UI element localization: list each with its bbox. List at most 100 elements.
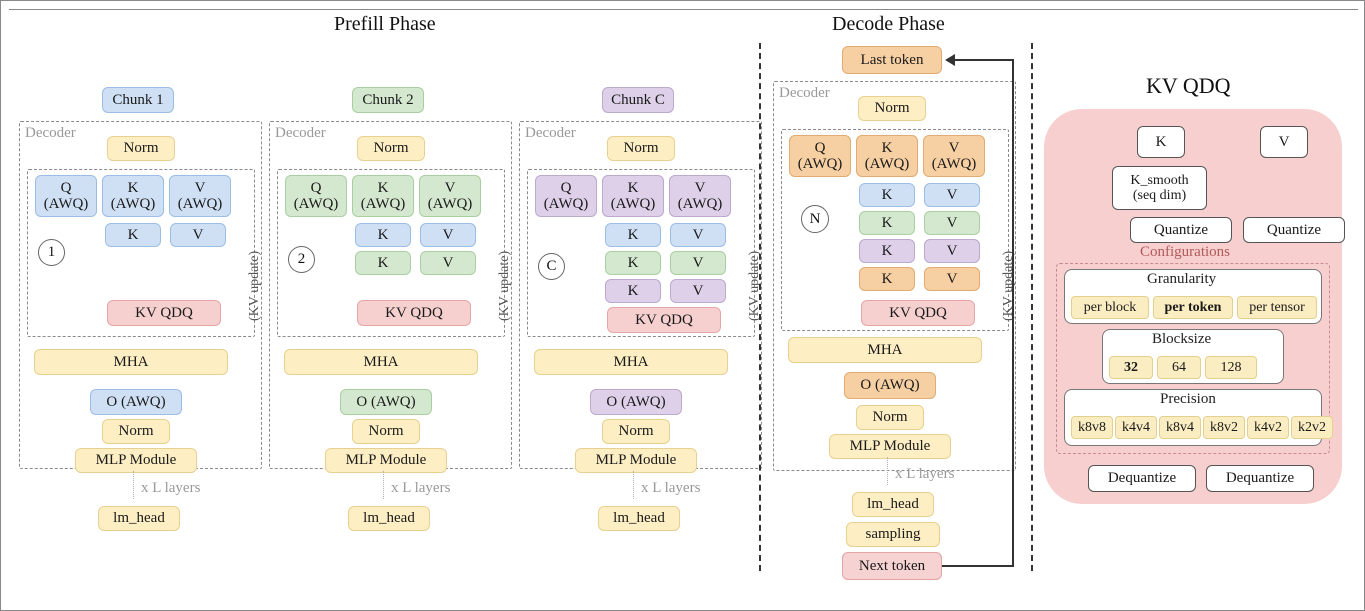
chunk-c-kv-cache-k-2: K xyxy=(605,279,661,303)
decode-decoder-label: Decoder xyxy=(779,85,830,101)
decode-index-marker: N xyxy=(801,205,829,233)
kvqdq-option-k4v4[interactable]: k4v4 xyxy=(1115,416,1157,439)
decode-norm: Norm xyxy=(858,96,926,121)
decode-sampling: sampling xyxy=(846,522,940,547)
kvqdq-configurations-label: Configurations xyxy=(1140,244,1230,260)
decode-kv-cache-v-2: V xyxy=(924,239,980,263)
kvqdq-option-per-tensor[interactable]: per tensor xyxy=(1237,296,1317,319)
chunk-c-kv-qdq: KV QDQ xyxy=(607,307,721,333)
chunk-c-q-proj: Q (AWQ) xyxy=(535,175,597,217)
decode-v-proj: V (AWQ) xyxy=(923,135,985,177)
kvqdq-group-blocksize-title: Blocksize xyxy=(1152,331,1212,347)
chunk-1-header: Chunk 1 xyxy=(102,87,174,113)
chunk-c-loop-line xyxy=(633,471,634,499)
chunk-2-kv-qdq: KV QDQ xyxy=(357,300,471,326)
kvqdq-option-k8v4[interactable]: k8v4 xyxy=(1159,416,1201,439)
decode-mlp-module: MLP Module xyxy=(829,434,951,459)
kvqdq-option-32[interactable]: 32 xyxy=(1109,356,1153,379)
decode-kv-cache-k-0: K xyxy=(859,183,915,207)
chunk-2-decoder-label: Decoder xyxy=(275,125,326,141)
chunk-c-v-proj: V (AWQ) xyxy=(669,175,731,217)
chunk-1-v-proj: V (AWQ) xyxy=(169,175,231,217)
feedback-arrow-bottom-segment xyxy=(942,565,1014,567)
chunk-2-norm: Norm xyxy=(357,136,425,161)
kvqdq-group-precision-title: Precision xyxy=(1160,391,1216,407)
chunk-1-kv-qdq: KV QDQ xyxy=(107,300,221,326)
chunk-1-decoder-label: Decoder xyxy=(25,125,76,141)
decode-kv-update-label: (KV update) xyxy=(1001,250,1016,321)
chunk-2-header: Chunk 2 xyxy=(352,87,424,113)
decode-o-proj: O (AWQ) xyxy=(844,372,936,399)
chunk-1-mha: MHA xyxy=(34,349,228,375)
kvqdq-group-granularity-title: Granularity xyxy=(1147,271,1217,287)
chunk-2-lm-head: lm_head xyxy=(348,506,430,531)
chunk-1-q-proj: Q (AWQ) xyxy=(35,175,97,217)
decode-kv-cache-k-2: K xyxy=(859,239,915,263)
chunk-c-o-proj: O (AWQ) xyxy=(590,389,682,415)
kvqdq-quantize-k: Quantize xyxy=(1130,217,1232,243)
chunk-2-o-proj: O (AWQ) xyxy=(340,389,432,415)
prefill-phase-title: Prefill Phase xyxy=(334,13,436,35)
chunk-c-k-proj: K (AWQ) xyxy=(602,175,664,217)
decode-kv-cache-k-3: K xyxy=(859,267,915,291)
chunk-1-lm-head: lm_head xyxy=(98,506,180,531)
kvqdq-option-k2v2[interactable]: k2v2 xyxy=(1291,416,1333,439)
decode-mha: MHA xyxy=(788,337,982,363)
feedback-arrow-vertical-segment xyxy=(1012,59,1014,567)
decode-kv-cache-v-1: V xyxy=(924,211,980,235)
chunk-2-k-proj: K (AWQ) xyxy=(352,175,414,217)
chunk-2-attention-box xyxy=(277,169,505,337)
chunk-1-loop-line xyxy=(133,471,134,499)
kvqdq-quantize-v: Quantize xyxy=(1243,217,1345,243)
kvqdq-dequantize-v: Dequantize xyxy=(1206,465,1314,492)
decode-q-proj: Q (AWQ) xyxy=(789,135,851,177)
prefill-decode-divider xyxy=(759,43,761,571)
chunk-1-kv-update-label: (KV update) xyxy=(247,250,262,321)
kvqdq-option-128[interactable]: 128 xyxy=(1205,356,1257,379)
chunk-1-index-marker: 1 xyxy=(38,239,65,266)
chunk-2-norm-2: Norm xyxy=(352,419,420,444)
decode-next-token: Next token xyxy=(842,552,942,580)
chunk-c-x-l-layers: x L layers xyxy=(641,480,701,496)
decode-norm-2: Norm xyxy=(856,405,924,430)
chunk-c-attention-box xyxy=(527,169,755,337)
decode-decoder-box xyxy=(773,81,1016,471)
chunk-2-kv-cache-v-0: V xyxy=(420,223,476,247)
chunk-2-x-l-layers: x L layers xyxy=(391,480,451,496)
chunk-1-norm: Norm xyxy=(107,136,175,161)
decode-attention-box xyxy=(781,129,1009,331)
chunk-2-kv-cache-k-0: K xyxy=(355,223,411,247)
chunk-c-index-marker: C xyxy=(538,253,565,280)
chunk-1-norm-2: Norm xyxy=(102,419,170,444)
chunk-1-kv-cache-v-0: V xyxy=(170,223,226,247)
kvqdq-option-64[interactable]: 64 xyxy=(1157,356,1201,379)
chunk-c-kv-cache-k-1: K xyxy=(605,251,661,275)
chunk-c-header: Chunk C xyxy=(602,87,674,113)
decode-x-l-layers: x L layers xyxy=(895,466,955,482)
decode-last-token: Last token xyxy=(842,46,942,74)
chunk-c-norm: Norm xyxy=(607,136,675,161)
kvqdq-option-per-token[interactable]: per token xyxy=(1153,296,1233,319)
chunk-c-mlp-module: MLP Module xyxy=(575,448,697,473)
kvqdq-k-smooth: K_smooth (seq dim) xyxy=(1112,166,1207,210)
chunk-c-kv-cache-v-0: V xyxy=(670,223,726,247)
kvqdq-k-box: K xyxy=(1137,126,1185,158)
chunk-2-kv-update-label: (KV update) xyxy=(497,250,512,321)
kvqdq-option-k8v2[interactable]: k8v2 xyxy=(1203,416,1245,439)
chunk-1-kv-cache-k-0: K xyxy=(105,223,161,247)
kvqdq-option-k4v2[interactable]: k4v2 xyxy=(1247,416,1289,439)
decode-kv-cache-v-0: V xyxy=(924,183,980,207)
top-rule xyxy=(9,9,1358,10)
decode-k-proj: K (AWQ) xyxy=(856,135,918,177)
chunk-2-mha: MHA xyxy=(284,349,478,375)
chunk-1-attention-box xyxy=(27,169,255,337)
chunk-1-x-l-layers: x L layers xyxy=(141,480,201,496)
chunk-2-kv-cache-v-1: V xyxy=(420,251,476,275)
kvqdq-option-k8v8[interactable]: k8v8 xyxy=(1071,416,1113,439)
kvqdq-option-per-block[interactable]: per block xyxy=(1071,296,1149,319)
chunk-c-kv-cache-k-0: K xyxy=(605,223,661,247)
chunk-2-mlp-module: MLP Module xyxy=(325,448,447,473)
decode-kv-qdq: KV QDQ xyxy=(861,300,975,326)
chunk-1-k-proj: K (AWQ) xyxy=(102,175,164,217)
decode-kvqdq-divider xyxy=(1031,43,1033,571)
